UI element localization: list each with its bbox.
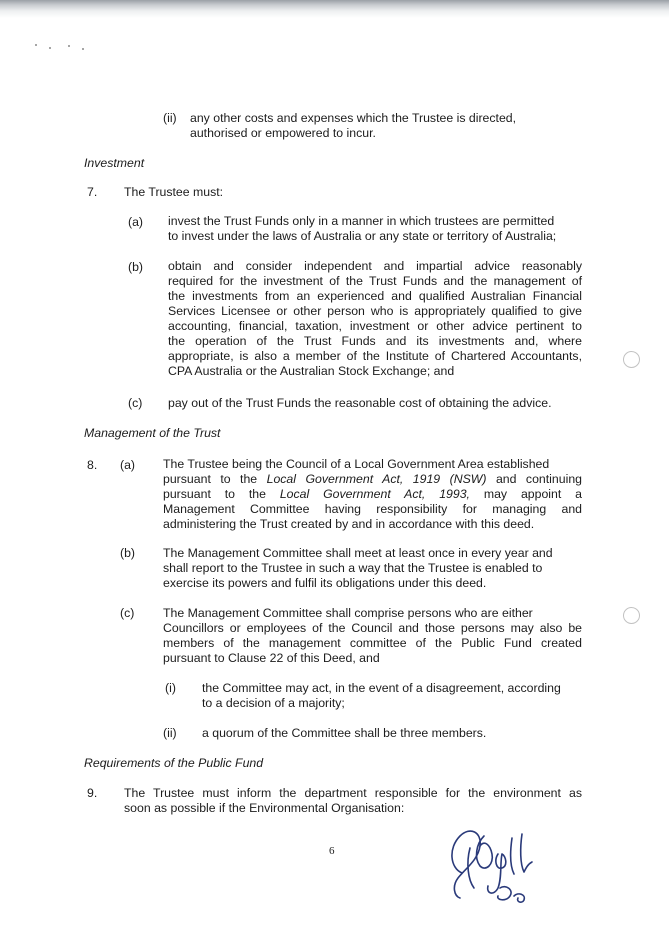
item-label: (b) <box>128 260 144 274</box>
item-label: (i) <box>165 681 176 695</box>
text-line: a quorum of the Committee shall be three… <box>202 726 487 740</box>
text-line: The Management Committee shall comprise … <box>163 606 533 620</box>
section-heading-management: Management of the Trust <box>84 426 221 440</box>
item-label: (c) <box>120 606 135 620</box>
page-number: 6 <box>329 845 335 857</box>
section-heading-public-fund: Requirements of the Public Fund <box>84 756 264 770</box>
item-label: (ii) <box>163 111 177 125</box>
text-line: Councillors or employees of the Council … <box>163 621 582 635</box>
item-label: (c) <box>128 396 143 410</box>
text-line: the operation of the Trust Funds and its… <box>168 334 582 348</box>
signature <box>451 830 533 903</box>
text-line: to a decision of a majority; <box>202 696 345 710</box>
text-line: The Trustee must inform the department r… <box>124 786 582 800</box>
text-line: Services Licensee or other person who is… <box>168 304 582 318</box>
text-line: pursuant to the Local Government Act, 19… <box>163 487 582 501</box>
text-line: invest the Trust Funds only in a manner … <box>168 214 555 228</box>
clause-number: 8. <box>87 458 98 472</box>
text-line: the Committee may act, in the event of a… <box>202 681 561 695</box>
text-line: required for the investment of the Trust… <box>168 274 582 288</box>
text-line: members of the management committee of t… <box>163 636 582 650</box>
text-line: pursuant to Clause 22 of this Deed, and <box>163 651 380 665</box>
item-label: (b) <box>120 546 136 560</box>
paragraph: The Management Committee shall comprise … <box>163 606 582 666</box>
text-line: the investments from an experienced and … <box>168 289 582 303</box>
text-line: soon as possible if the Environmental Or… <box>124 801 405 815</box>
text-line: any other costs and expenses which the T… <box>190 111 517 125</box>
paragraph: The Trustee being the Council of a Local… <box>163 457 582 532</box>
paragraph: obtain and consider independent and impa… <box>168 259 582 379</box>
text-line: The Management Committee shall meet at l… <box>163 546 553 560</box>
punch-hole <box>623 351 640 368</box>
text-line: The Trustee being the Council of a Local… <box>163 457 550 471</box>
punch-hole <box>623 607 640 624</box>
text-line: authorised or empowered to incur. <box>190 126 376 140</box>
clause-number: 7. <box>87 185 98 199</box>
paragraph: The Management Committee shall meet at l… <box>163 546 582 591</box>
item-label: (ii) <box>163 726 177 740</box>
text-line: Management Committee having responsibili… <box>163 502 582 516</box>
text-line: appropriate, is also a member of the Ins… <box>168 349 582 363</box>
item-label: (a) <box>128 215 144 229</box>
text-line: accounting, financial, taxation, investm… <box>168 319 582 333</box>
clause-number: 9. <box>87 786 98 800</box>
text-line: to invest under the laws of Australia or… <box>168 229 557 243</box>
paragraph: The Trustee must inform the department r… <box>124 786 582 816</box>
text-line: obtain and consider independent and impa… <box>168 259 582 273</box>
scan-edge <box>0 0 669 18</box>
item-label: (a) <box>120 458 136 472</box>
text-line: shall report to the Trustee in such a wa… <box>163 561 543 575</box>
text-line: pay out of the Trust Funds the reasonabl… <box>168 396 552 410</box>
text-line: pursuant to the Local Government Act, 19… <box>163 472 582 486</box>
text-line: exercise its powers and fulfil its oblig… <box>163 576 487 590</box>
scan-specks <box>35 42 95 52</box>
section-heading-investment: Investment <box>84 156 145 170</box>
text-line: administering the Trust created by and i… <box>163 517 535 531</box>
clause-intro: The Trustee must: <box>124 185 224 199</box>
text-line: CPA Australia or the Australian Stock Ex… <box>168 364 455 378</box>
